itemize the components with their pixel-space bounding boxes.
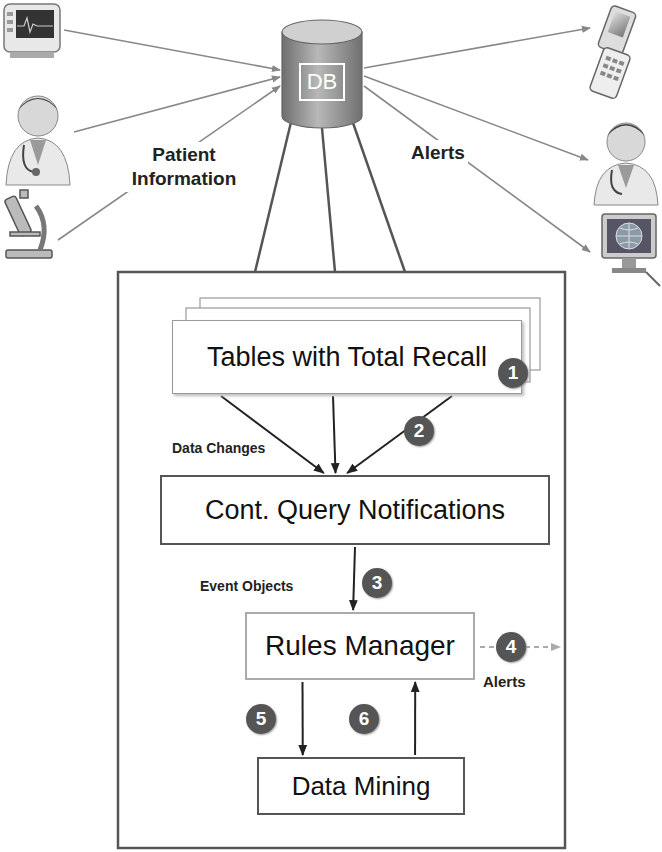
callout-number: 3	[362, 568, 392, 598]
flow-label: Patient Information	[122, 142, 246, 192]
box-label: Rules Manager	[265, 630, 455, 662]
flow-arrow	[333, 396, 336, 473]
process-box: Data Mining	[257, 757, 465, 815]
edge-label: Data Changes	[170, 440, 267, 456]
database-cylinder: DB	[280, 18, 364, 130]
box-label: Tables with Total Recall	[207, 342, 487, 373]
flow-arrow	[302, 682, 304, 755]
monitor-icon	[4, 4, 60, 58]
detail-frame	[118, 272, 565, 848]
callout-number: 4	[496, 632, 526, 662]
microscope-icon	[4, 190, 52, 258]
computer-icon	[602, 214, 660, 286]
callout-number: 5	[246, 704, 276, 734]
zoom-lines	[255, 118, 405, 272]
alert-label: Alerts	[480, 672, 529, 693]
output-arrows	[364, 28, 590, 252]
flow-arrow	[347, 396, 452, 473]
box-label: Data Mining	[292, 771, 431, 802]
flow-label: Alerts	[408, 140, 468, 166]
input-arrows	[58, 30, 280, 240]
database-label: DB	[299, 63, 346, 101]
doctor-icon	[6, 96, 70, 185]
callout-number: 2	[404, 416, 434, 446]
callout-number: 6	[349, 704, 379, 734]
flow-arrow	[221, 396, 324, 473]
phone-icon	[589, 5, 637, 100]
process-box: Cont. Query Notifications	[160, 475, 550, 545]
cylinder-top	[282, 20, 362, 44]
doctor-icon	[594, 123, 658, 205]
flow-arrow	[353, 547, 355, 610]
box-label: Cont. Query Notifications	[205, 495, 505, 526]
flow-arrow	[414, 682, 416, 755]
cylinder-body	[282, 32, 362, 128]
process-box: Rules Manager	[245, 612, 475, 680]
table-stack: Tables with Total Recall	[172, 320, 522, 394]
callout-number: 1	[498, 358, 528, 388]
edge-label: Event Objects	[198, 578, 295, 594]
